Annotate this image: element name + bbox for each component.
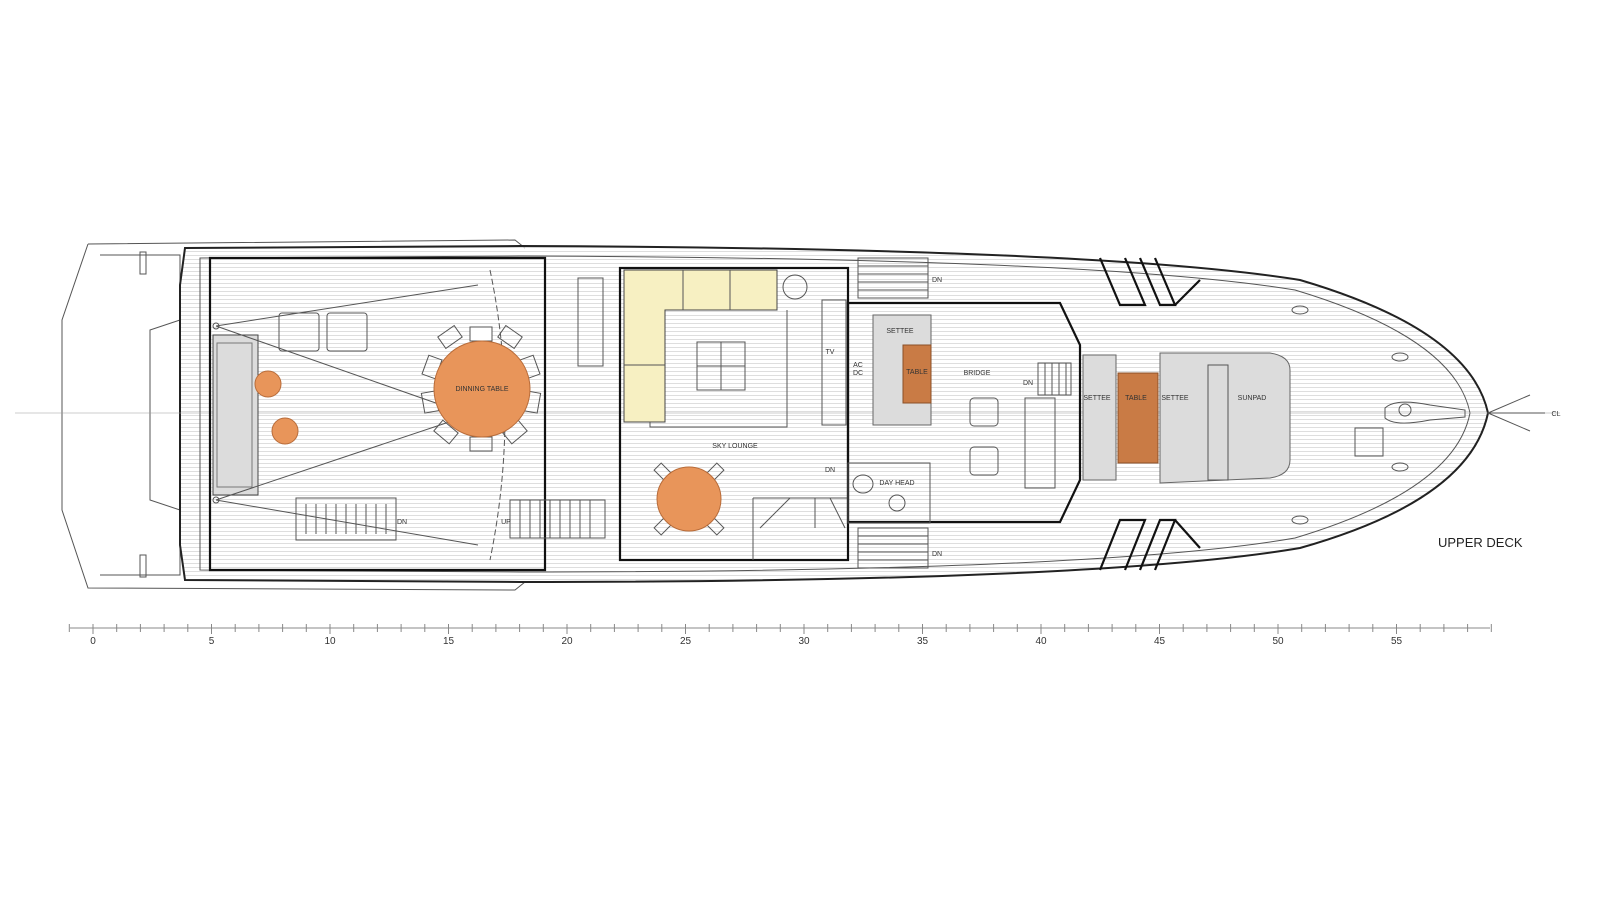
dining-table-group: DINNING TABLE [420,324,542,452]
scale-tick-label: 20 [561,636,573,647]
side-table [254,370,282,398]
dn-label: DN [932,277,942,284]
side-table [271,417,299,445]
deck-title: UPPER DECK [1438,535,1523,550]
dn-label: DN [397,519,407,526]
toilet [852,474,874,494]
side-stairs: DN DN [857,257,942,569]
sink [888,494,906,512]
aft-settee [212,334,259,496]
settee-label: SETTEE [1161,395,1189,402]
scale-tick-label: 25 [680,636,692,647]
scale-tick-label: 30 [798,636,810,647]
aft-stairs: DN UP [295,497,606,541]
scale-tick-label: 5 [209,636,215,647]
settee-label: SETTEE [886,328,914,335]
sunpad [1159,352,1291,484]
sunpad-label: SUNPAD [1238,395,1267,402]
dn-label: DN [932,551,942,558]
bridge: SETTEE TABLE BRIDGE DN DAY HEAD [846,301,1082,524]
ac-label: AC [853,362,863,369]
centerline-label: CL [1552,411,1561,418]
scale-tick-label: 55 [1391,636,1403,647]
sofa [623,269,778,423]
helm-chair [969,397,999,427]
scale-bar: 0 5 10 15 20 25 30 35 40 45 50 55 [68,624,1492,647]
helm-chair [969,446,999,476]
up-label: UP [501,519,511,526]
scale-tick-label: 40 [1035,636,1047,647]
dc-label: DC [853,370,863,377]
scale-tick-label: 0 [90,636,96,647]
lounge-table [656,466,722,532]
windlass [1384,401,1466,424]
day-head-label: DAY HEAD [879,480,914,487]
dining-table-label: DINNING TABLE [455,386,508,393]
scale-tick-label: 15 [443,636,455,647]
foredeck: SETTEE TABLE SETTEE SUNPAD [1082,257,1545,571]
sky-lounge-label: SKY LOUNGE [712,443,758,450]
scale-tick-label: 10 [324,636,336,647]
table-label: TABLE [1125,395,1147,402]
scale-tick-label: 50 [1272,636,1284,647]
dn-label: DN [825,467,835,474]
bridge-table [902,344,932,404]
dn-label: DN [1023,380,1033,387]
fore-table [1117,372,1159,464]
table-label: TABLE [906,369,928,376]
bridge-label: BRIDGE [964,370,991,377]
settee-label: SETTEE [1083,395,1111,402]
scale-tick-label: 45 [1154,636,1166,647]
chair [326,312,368,352]
hull-outline [179,244,1490,584]
scale-tick-label: 35 [917,636,929,647]
hatch [1354,427,1384,457]
helm-console [1024,397,1056,489]
dining-table [433,340,531,438]
tv-label: TV [826,349,835,356]
